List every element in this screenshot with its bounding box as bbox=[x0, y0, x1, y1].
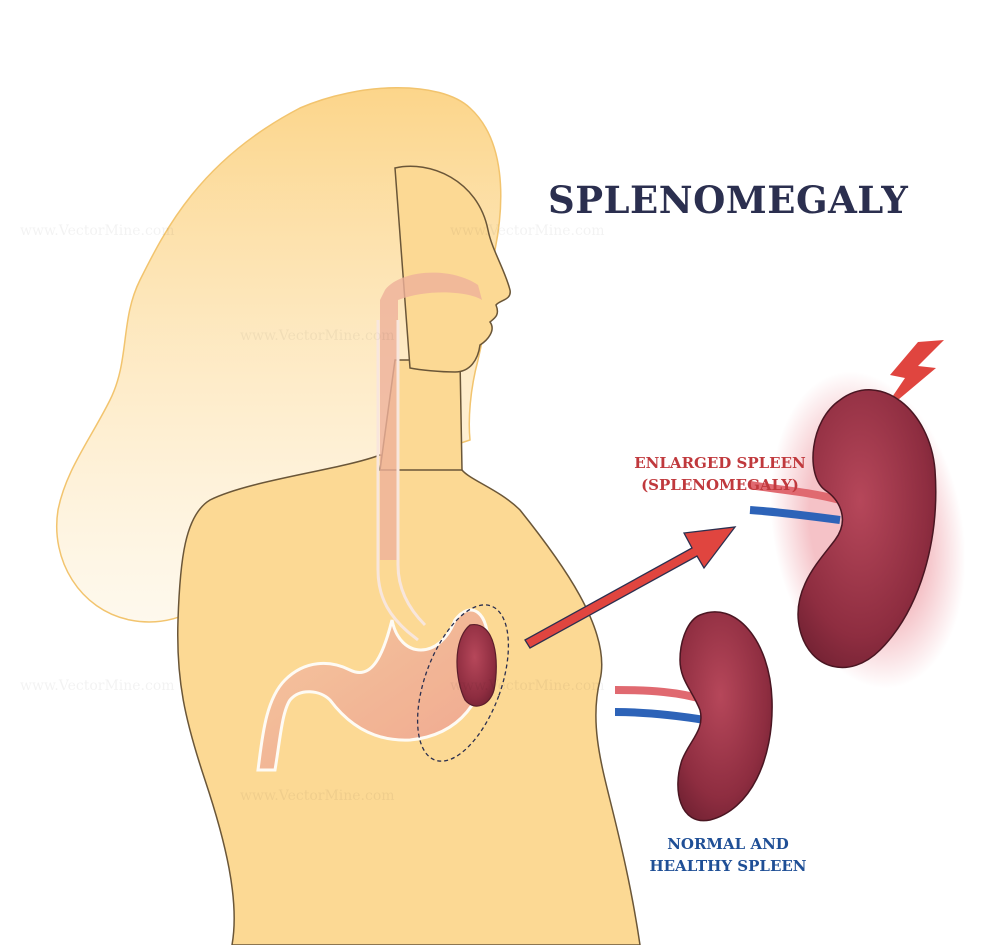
normal-spleen-shape bbox=[677, 611, 773, 822]
watermark-text: www.VectorMine.com bbox=[450, 678, 605, 694]
watermark-text: www.VectorMine.com bbox=[20, 678, 175, 694]
watermark-text: www.VectorMine.com bbox=[240, 788, 395, 804]
normal-label-line1: NORMAL AND bbox=[667, 835, 789, 853]
diagram-title: SPLENOMEGALY bbox=[548, 178, 909, 222]
spleen-dashed-outline bbox=[416, 604, 510, 762]
head-shape bbox=[394, 165, 511, 373]
enlarged-label-line2: (SPLENOMEGALY) bbox=[641, 476, 799, 494]
normal-spleen-vessel-blue bbox=[614, 708, 706, 724]
enlarged-label-line1: ENLARGED SPLEEN bbox=[634, 454, 806, 472]
esophagus-tube bbox=[376, 320, 419, 642]
watermark-text: www.VectorMine.com bbox=[450, 223, 605, 239]
normal-spleen-label: NORMAL AND HEALTHY SPLEEN bbox=[618, 833, 838, 877]
watermark-group: www.VectorMine.com www.VectorMine.com ww… bbox=[20, 223, 605, 804]
enlarged-spleen-label: ENLARGED SPLEEN (SPLENOMEGALY) bbox=[610, 452, 830, 496]
normal-label-line2: HEALTHY SPLEEN bbox=[649, 857, 807, 875]
esophagus-tube-inner bbox=[396, 320, 427, 627]
watermark-text: www.VectorMine.com bbox=[20, 223, 175, 239]
enlarged-spleen-shape bbox=[797, 389, 937, 669]
enlarged-spleen-vessel-red bbox=[749, 481, 842, 504]
airway-shape bbox=[380, 272, 482, 560]
body-spleen-icon bbox=[456, 624, 497, 707]
watermark-text: www.VectorMine.com bbox=[240, 328, 395, 344]
pointer-arrow bbox=[524, 526, 737, 649]
enlarged-spleen-vessel-blue bbox=[749, 506, 841, 524]
